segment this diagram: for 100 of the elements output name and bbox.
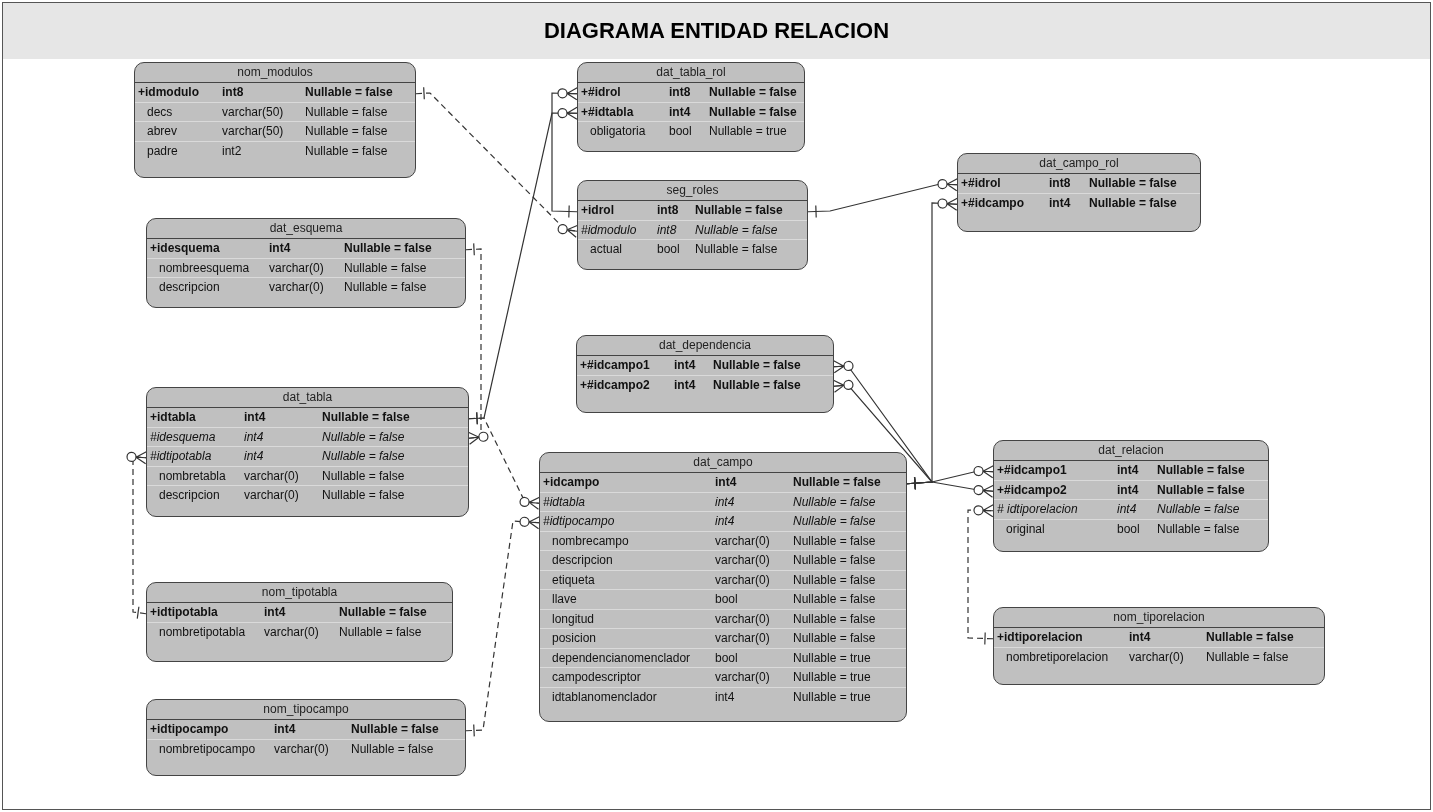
column-name: campodescriptor <box>551 669 642 686</box>
column-name: +#idrol <box>961 175 1002 192</box>
relationship-line <box>465 516 540 737</box>
nullable-constraint: Nullable = false <box>322 428 406 446</box>
column-name: descripcion <box>158 487 221 504</box>
nullable-constraint: Nullable = false <box>1089 194 1178 212</box>
column-name: actual <box>589 241 624 258</box>
column-name: +idtipotabla <box>150 604 219 621</box>
column-name: #idmodulo <box>581 221 638 239</box>
nullable-constraint: Nullable = false <box>713 357 802 374</box>
nullable-constraint: Nullable = false <box>695 241 779 258</box>
column-type: int4 <box>715 688 736 706</box>
column-name: descripcion <box>551 552 614 569</box>
nullable-constraint: Nullable = false <box>1206 629 1295 646</box>
table-name: dat_esquema <box>147 219 465 239</box>
column-type: varchar(0) <box>1129 648 1185 666</box>
table-name: seg_roles <box>578 181 807 201</box>
nullable-constraint: Nullable = false <box>793 630 877 647</box>
table-name: dat_campo <box>540 453 906 473</box>
table-name: nom_modulos <box>135 63 415 83</box>
nullable-constraint: Nullable = false <box>793 591 877 608</box>
column-type: int8 <box>657 221 678 239</box>
column-name: obligatoria <box>589 123 647 140</box>
table-name: dat_relacion <box>994 441 1268 461</box>
nullable-constraint: Nullable = false <box>344 279 428 296</box>
column-name: nombreesquema <box>158 259 251 277</box>
nullable-constraint: Nullable = false <box>793 493 877 511</box>
entity-table <box>993 607 1325 685</box>
entity-table <box>957 153 1201 232</box>
column-name: +#idcampo <box>961 194 1026 212</box>
column-type: int4 <box>244 448 265 465</box>
entity-table <box>146 699 466 776</box>
column-name: +idtipocampo <box>150 721 230 738</box>
nullable-constraint: Nullable = true <box>709 123 788 140</box>
column-name: nombretiporelacion <box>1005 648 1110 666</box>
nullable-constraint: Nullable = false <box>695 202 784 219</box>
column-type: varchar(0) <box>269 259 325 277</box>
nullable-constraint: Nullable = false <box>709 84 798 101</box>
table-name: dat_dependencia <box>577 336 833 356</box>
table-name: dat_tabla <box>147 388 468 408</box>
nullable-constraint: Nullable = false <box>793 571 877 589</box>
column-type: varchar(0) <box>269 279 325 296</box>
relationship-line <box>551 87 578 219</box>
column-type: varchar(0) <box>715 552 771 569</box>
column-type: varchar(0) <box>715 630 771 647</box>
entity-table <box>576 335 834 413</box>
column-name: abrev <box>146 123 179 140</box>
relationship-line <box>465 242 489 445</box>
relationship-line <box>468 411 541 510</box>
column-name: etiqueta <box>551 571 596 589</box>
column-type: int4 <box>715 493 736 511</box>
column-type: varchar(50) <box>222 123 285 140</box>
column-name: +#idcampo1 <box>997 462 1068 479</box>
column-type: varchar(0) <box>274 740 330 758</box>
nullable-constraint: Nullable = false <box>793 532 877 550</box>
column-name: nombretipocampo <box>158 740 257 758</box>
nullable-constraint: Nullable = false <box>793 513 877 530</box>
column-name: longitud <box>551 610 596 628</box>
column-type: int8 <box>657 202 680 219</box>
column-type: varchar(0) <box>715 532 771 550</box>
column-type: bool <box>657 241 681 258</box>
column-type: int4 <box>674 376 697 394</box>
column-name: nombrecampo <box>551 532 630 550</box>
column-type: int4 <box>264 604 287 621</box>
column-type: varchar(0) <box>715 610 771 628</box>
column-type: int8 <box>669 84 692 101</box>
nullable-constraint: Nullable = false <box>344 259 428 277</box>
column-name: #idtabla <box>543 493 587 511</box>
table-name: nom_tipocampo <box>147 700 465 720</box>
column-name: +idcampo <box>543 474 601 491</box>
nullable-constraint: Nullable = false <box>305 84 394 101</box>
nullable-constraint: Nullable = false <box>713 376 802 394</box>
table-name: nom_tipotabla <box>147 583 452 603</box>
column-name: +#idtabla <box>581 103 635 121</box>
entity-table <box>577 62 805 152</box>
column-type: varchar(0) <box>244 467 300 485</box>
nullable-constraint: Nullable = false <box>351 721 440 738</box>
column-name: #idesquema <box>150 428 217 446</box>
column-type: varchar(0) <box>244 487 300 504</box>
column-name: +idrol <box>581 202 615 219</box>
column-name: #idtipotabla <box>150 448 213 465</box>
nullable-constraint: Nullable = false <box>344 240 433 257</box>
entity-table <box>539 452 907 722</box>
column-name: +#idcampo2 <box>580 376 651 394</box>
column-name: # idtiporelacion <box>997 501 1079 518</box>
column-name: decs <box>146 103 174 121</box>
column-name: padre <box>146 142 179 160</box>
nullable-constraint: Nullable = false <box>322 487 406 504</box>
column-type: varchar(0) <box>715 571 771 589</box>
column-type: int4 <box>674 357 697 374</box>
nullable-constraint: Nullable = false <box>339 623 423 641</box>
column-name: +#idcampo2 <box>997 481 1068 499</box>
column-name: nombretabla <box>158 467 227 485</box>
nullable-constraint: Nullable = false <box>339 604 428 621</box>
nullable-constraint: Nullable = false <box>322 467 406 485</box>
nullable-constraint: Nullable = false <box>793 552 877 569</box>
entity-table <box>146 387 469 517</box>
nullable-constraint: Nullable = false <box>695 221 779 239</box>
nullable-constraint: Nullable = true <box>793 669 872 686</box>
column-type: int4 <box>1117 462 1140 479</box>
